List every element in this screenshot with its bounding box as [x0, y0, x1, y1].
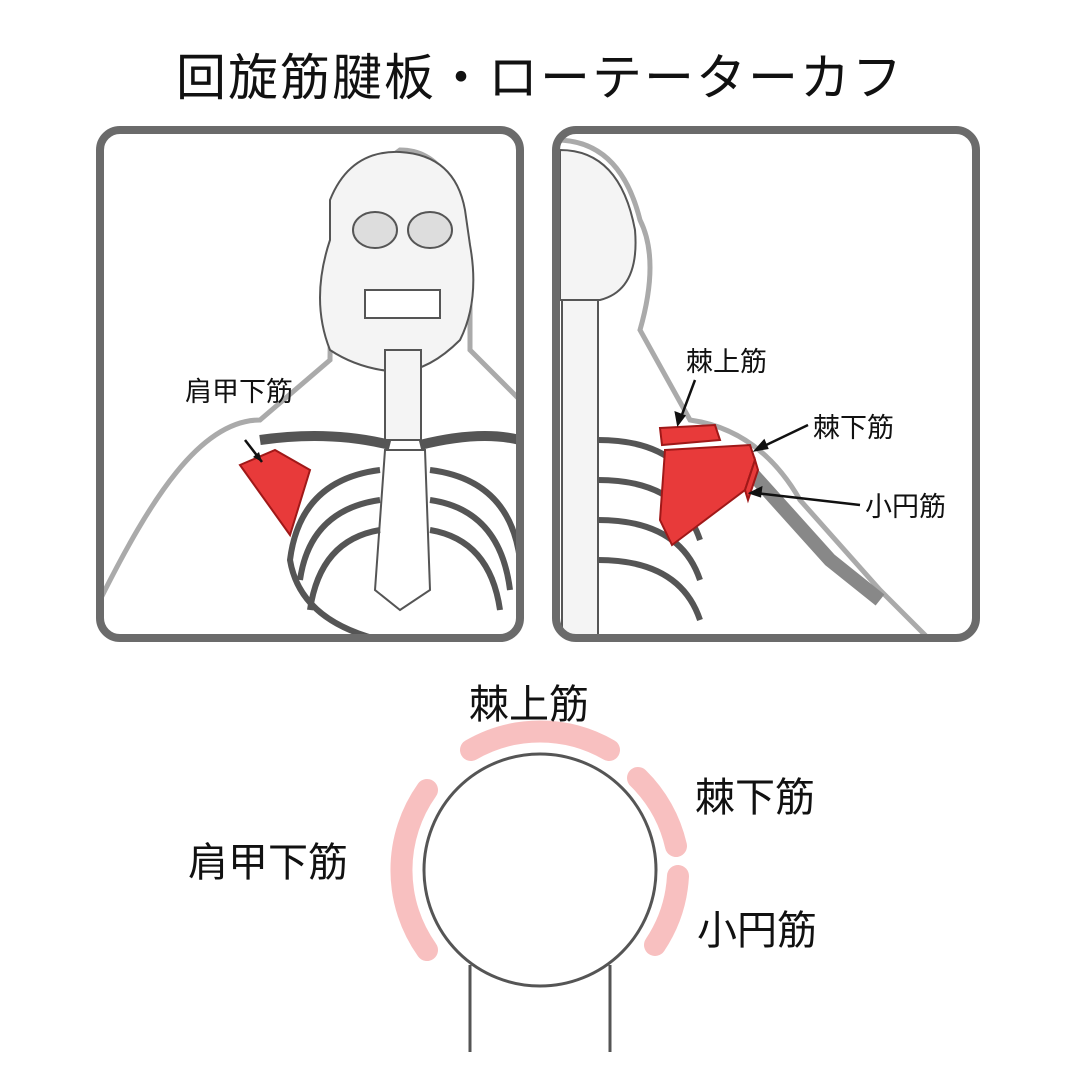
arc-infraspinatus [627, 767, 687, 857]
teres-minor-muscle [743, 456, 760, 504]
subscapularis-muscle [238, 448, 312, 538]
page-title: 回旋筋腱板・ローテーターカフ [176, 49, 904, 107]
sternum [373, 449, 432, 612]
label-back-infraspinatus: 棘下筋 [813, 413, 894, 444]
back-panel-frame [552, 126, 980, 642]
skull-back [559, 148, 637, 301]
label-back-supraspinatus: 棘上筋 [686, 347, 767, 378]
arc-subscapularis [390, 779, 438, 961]
skull [319, 150, 475, 374]
label-schematic-subscapularis: 肩甲下筋 [188, 840, 348, 886]
supraspinatus-muscle [658, 423, 722, 447]
arc-supraspinatus [460, 720, 620, 761]
label-back-teres-minor: 小円筋 [865, 492, 946, 523]
label-schematic-teres-minor: 小円筋 [697, 908, 817, 954]
label-front-subscapularis: 肩甲下筋 [185, 377, 293, 408]
arc-teres-minor [644, 865, 689, 956]
front-view-panel [100, 147, 520, 638]
schematic-shoulder [390, 720, 689, 1052]
back-view-panel [556, 137, 937, 638]
front-panel-frame [96, 126, 524, 642]
spine-cervical [384, 349, 422, 441]
label-schematic-supraspinatus: 棘上筋 [469, 682, 589, 728]
humeral-head [422, 752, 658, 988]
label-schematic-infraspinatus: 棘下筋 [695, 775, 815, 821]
spine [561, 299, 599, 638]
